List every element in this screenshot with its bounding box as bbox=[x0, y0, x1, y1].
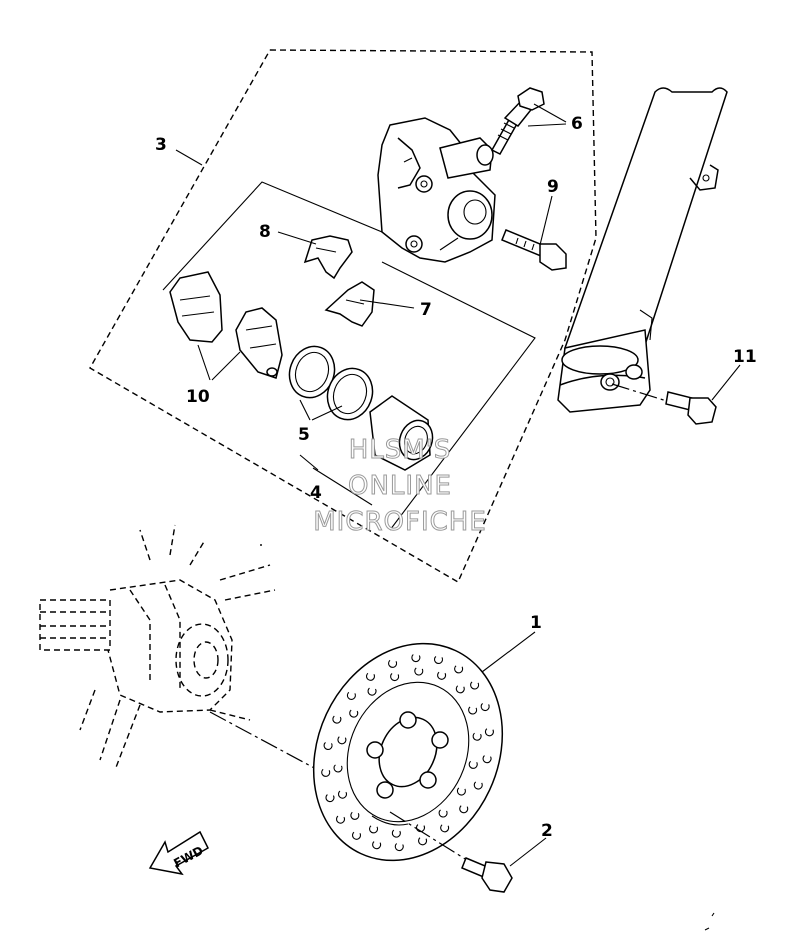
disc-vent-hole bbox=[456, 787, 466, 796]
disc-vent-hole bbox=[365, 672, 376, 681]
disc-vent-hole bbox=[350, 811, 360, 820]
fork-mount-bolt bbox=[611, 383, 717, 425]
caliper-assembly-boundary bbox=[89, 49, 597, 583]
forward-direction-arrow: FWD bbox=[148, 830, 209, 876]
disc-vent-hole bbox=[414, 667, 424, 676]
front-fork-leg bbox=[557, 87, 728, 413]
disc-vent-hole bbox=[438, 809, 448, 818]
disc-vent-hole bbox=[332, 715, 342, 724]
disc-vent-hole bbox=[437, 671, 447, 680]
disc-vent-hole bbox=[459, 805, 469, 814]
bleed-screw bbox=[490, 87, 545, 155]
callout-7: 7 bbox=[420, 300, 432, 320]
disc-vent-hole bbox=[335, 815, 346, 824]
disc-vent-hole bbox=[455, 685, 465, 694]
disc-vent-hole bbox=[351, 831, 362, 840]
brake-disc bbox=[312, 642, 504, 862]
pad-spring-clip-upper bbox=[303, 235, 353, 280]
callout-10: 10 bbox=[186, 387, 210, 407]
watermark-line-1: HLSM'S bbox=[349, 435, 452, 465]
disc-vent-hole bbox=[472, 732, 482, 741]
disc-vent-hole bbox=[337, 736, 347, 745]
callout-5: 5 bbox=[298, 425, 310, 445]
disc-vent-hole bbox=[415, 824, 426, 833]
watermark-line-2: ONLINE bbox=[348, 471, 452, 501]
disc-vent-hole bbox=[470, 681, 480, 690]
disc-vent-hole bbox=[388, 659, 398, 668]
disc-vent-hole bbox=[468, 760, 478, 769]
disc-vent-hole bbox=[394, 843, 404, 852]
callout-3: 3 bbox=[155, 135, 167, 155]
disc-vent-hole bbox=[433, 655, 444, 664]
disc-vent-hole bbox=[484, 728, 494, 737]
callout-6: 6 bbox=[571, 114, 583, 134]
disc-vent-hole bbox=[372, 841, 382, 850]
brake-pads bbox=[169, 271, 283, 379]
piston-seals bbox=[288, 345, 374, 421]
disc-vent-hole bbox=[391, 829, 401, 838]
disc-vent-hole bbox=[337, 790, 348, 799]
disc-vent-hole bbox=[325, 794, 335, 803]
disc-vent-hole bbox=[468, 706, 478, 715]
callout-8: 8 bbox=[259, 222, 271, 242]
disc-vent-hole bbox=[349, 709, 359, 718]
caliper-piston bbox=[369, 395, 434, 471]
callout-11: 11 bbox=[733, 347, 757, 367]
disc-vent-hole bbox=[346, 691, 356, 700]
disc-vent-hole bbox=[323, 741, 333, 750]
scan-specks bbox=[704, 912, 715, 931]
disc-vent-hole bbox=[390, 673, 400, 682]
callout-1: 1 bbox=[530, 613, 542, 633]
disc-bolt bbox=[389, 811, 513, 893]
pad-kit-bracket bbox=[162, 181, 536, 531]
disc-vent-hole bbox=[369, 825, 379, 834]
disc-vent-hole bbox=[367, 687, 377, 696]
disc-vent-hole bbox=[482, 755, 492, 764]
callout-labels: 1 2 3 4 5 6 7 8 9 10 11 bbox=[155, 114, 757, 841]
disc-vent-hole bbox=[418, 837, 428, 846]
callout-4: 4 bbox=[310, 483, 322, 503]
disc-vent-hole bbox=[440, 824, 450, 833]
disc-vent-hole bbox=[321, 768, 331, 777]
watermark-line-3: MICROFICHE bbox=[313, 507, 487, 537]
front-hub-phantom bbox=[39, 524, 276, 771]
watermark: HLSM'S ONLINE MICROFICHE bbox=[313, 435, 487, 538]
disc-vent-hole bbox=[473, 781, 483, 790]
pad-spring-clip-lower bbox=[324, 281, 375, 327]
caliper-bolt bbox=[501, 229, 567, 271]
callout-2: 2 bbox=[541, 821, 553, 841]
leader-lines bbox=[175, 103, 741, 867]
disc-vent-hole bbox=[454, 665, 464, 674]
disc-vent-hole bbox=[480, 703, 490, 712]
callout-9: 9 bbox=[547, 177, 559, 197]
caliper-body bbox=[377, 117, 496, 263]
hub-disc-centerline bbox=[209, 711, 319, 771]
disc-vent-hole bbox=[411, 654, 421, 663]
disc-vent-hole bbox=[333, 764, 343, 773]
